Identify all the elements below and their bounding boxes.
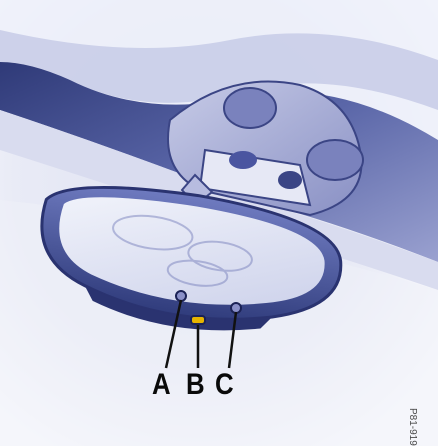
sensor-a-icon (176, 291, 186, 301)
indicator-b-icon (191, 316, 205, 324)
callout-label-a: A (152, 370, 171, 400)
dome-light-right-icon (307, 140, 363, 180)
console-button-right-icon (278, 171, 302, 189)
sensor-c-icon (231, 303, 241, 313)
console-button-left-icon (229, 151, 257, 169)
figure-code: P81-919 (407, 408, 418, 446)
dome-light-left-icon (224, 88, 276, 128)
callout-label-b: B (186, 370, 205, 400)
callout-label-c: C (215, 370, 234, 400)
